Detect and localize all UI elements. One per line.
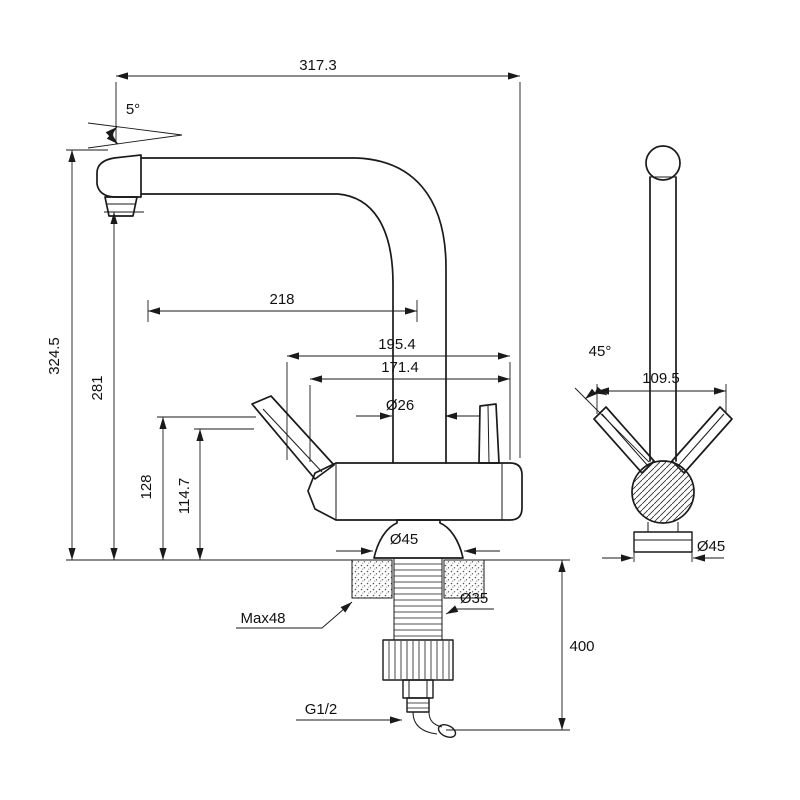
dim-handle-reach-side: 109.5: [642, 370, 680, 387]
dim-counter-thickness-max: Max48: [240, 610, 285, 627]
dim-swivel-angle: 5°: [126, 101, 140, 118]
mounting-nut: [382, 639, 454, 681]
dim-connection-thread: G1/2: [305, 701, 338, 718]
dim-spout-tube-diameter: Ø26: [386, 397, 414, 414]
side-handle-right: [671, 406, 733, 474]
mixer-handle: [251, 395, 335, 480]
hose-adapter: [402, 679, 434, 699]
dim-hose-length: 400: [569, 638, 594, 655]
side-spout-cap: [645, 145, 681, 181]
side-view: 45° 109.5 Ø45: [574, 145, 733, 562]
countertop-right: [443, 559, 485, 599]
hose-fitting: [406, 697, 430, 713]
supply-hose: [412, 711, 443, 735]
dim-lower-width: 171.4: [381, 359, 419, 376]
spout-tip: [96, 154, 142, 198]
dim-upper-width: 195.4: [378, 336, 416, 353]
dim-handle-height-secondary: 114.7: [176, 478, 193, 514]
dim-spout-reach: 218: [269, 291, 294, 308]
hose-end-connector: [437, 724, 457, 738]
side-pipe: [649, 176, 677, 462]
dim-base-diameter-front: Ø45: [390, 531, 418, 548]
mounting-dome: [373, 519, 464, 559]
dim-base-diameter-side: Ø45: [697, 538, 725, 555]
side-handle-left: [593, 406, 655, 474]
dim-handle-angle-side: 45°: [589, 343, 612, 360]
faucet-body: [307, 462, 523, 521]
dim-total-width: 317.3: [299, 57, 337, 74]
aerator: [104, 196, 138, 217]
dim-outlet-height: 281: [89, 375, 106, 400]
front-view: 317.3 5° 324.5 281 218 195.4 171.4 Ø26 1: [46, 57, 595, 738]
spout: [140, 157, 447, 464]
filter-handle: [478, 403, 500, 464]
dim-overall-height: 324.5: [46, 337, 63, 375]
side-base: [633, 531, 693, 553]
mounting-shank: [393, 558, 443, 640]
dim-handle-height: 128: [138, 474, 155, 499]
side-body: [631, 460, 695, 524]
dim-shank-diameter: Ø35: [460, 590, 488, 607]
countertop-left: [351, 559, 393, 599]
